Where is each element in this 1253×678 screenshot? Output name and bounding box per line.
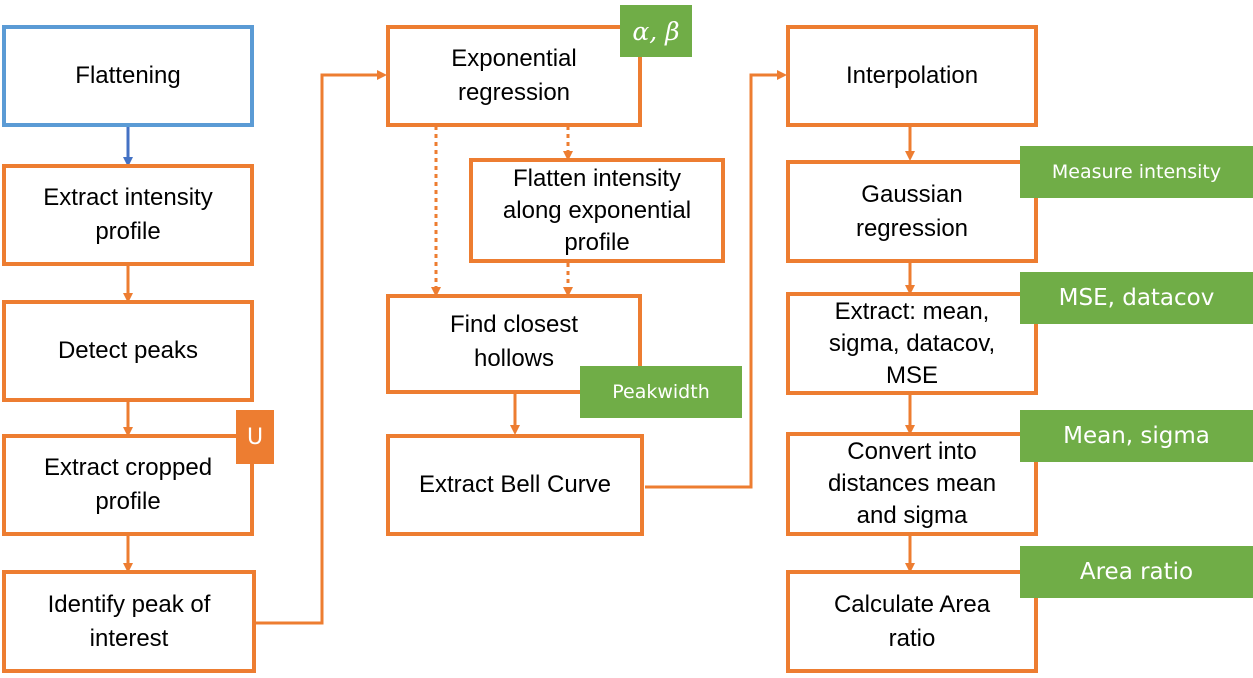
box-extract-intensity-profile: Extract intensity profile	[2, 164, 254, 266]
label-detect-peaks: Detect peaks	[57, 337, 199, 364]
box-flatten-intensity: Flatten intensity along exponential prof…	[469, 158, 725, 263]
box-identify-peak-of-interest: Identify peak of interest	[2, 570, 256, 673]
tag-u-label: U	[246, 424, 264, 450]
tag-measure-intensity-label: Measure intensity	[1051, 161, 1222, 183]
label-flatten-intensity: Flatten intensity along exponential prof…	[502, 164, 692, 256]
tag-mean-sigma-label: Mean, sigma	[1063, 423, 1210, 449]
label-interpolation: Interpolation	[845, 62, 979, 89]
label-find-closest-hollows: Find closest hollows	[449, 311, 579, 372]
tag-alpha-beta: α, β	[620, 5, 692, 57]
box-flattening: Flattening	[2, 25, 254, 127]
tag-mean-sigma: Mean, sigma	[1020, 410, 1253, 462]
tag-area-ratio-label: Area ratio	[1079, 559, 1194, 585]
box-calculate-area-ratio: Calculate Area ratio	[786, 570, 1038, 673]
label-extract-bell-curve: Extract Bell Curve	[418, 471, 612, 498]
label-extract-intensity-profile: Extract intensity profile	[43, 184, 213, 245]
label-extract-cropped-profile: Extract cropped profile	[43, 454, 213, 515]
box-convert-distances: Convert into distances mean and sigma	[786, 432, 1038, 536]
tag-peakwidth-label: Peakwidth	[612, 381, 710, 403]
box-interpolation: Interpolation	[786, 25, 1038, 127]
box-extract-cropped-profile: Extract cropped profile	[2, 434, 254, 536]
tag-alpha-beta-label: α, β	[632, 16, 680, 46]
tag-u: U	[236, 410, 274, 464]
label-calculate-area-ratio: Calculate Area ratio	[833, 590, 991, 652]
box-gaussian-regression: Gaussian regression	[786, 160, 1038, 263]
label-convert-distances: Convert into distances mean and sigma	[827, 438, 997, 529]
arrow-bell-curve-to-interpolation	[645, 70, 787, 489]
label-extract-stats: Extract: mean, sigma, datacov, MSE	[828, 297, 996, 389]
label-exponential-regression: Exponential regression	[451, 45, 577, 106]
label-identify-peak-of-interest: Identify peak of interest	[47, 590, 211, 652]
tag-mse-datacov-label: MSE, datacov	[1058, 285, 1215, 311]
tag-measure-intensity: Measure intensity	[1020, 146, 1253, 198]
arrow-identify-peak-to-exponential-regression	[256, 70, 387, 625]
box-detect-peaks: Detect peaks	[2, 300, 254, 402]
tag-peakwidth: Peakwidth	[580, 366, 742, 418]
tag-mse-datacov: MSE, datacov	[1020, 272, 1253, 324]
label-gaussian-regression: Gaussian regression	[855, 180, 969, 242]
label-flattening: Flattening	[75, 62, 181, 89]
box-extract-bell-curve: Extract Bell Curve	[386, 434, 644, 536]
box-exponential-regression: Exponential regression	[386, 25, 642, 127]
box-extract-stats: Extract: mean, sigma, datacov, MSE	[786, 292, 1038, 395]
tag-area-ratio: Area ratio	[1020, 546, 1253, 598]
